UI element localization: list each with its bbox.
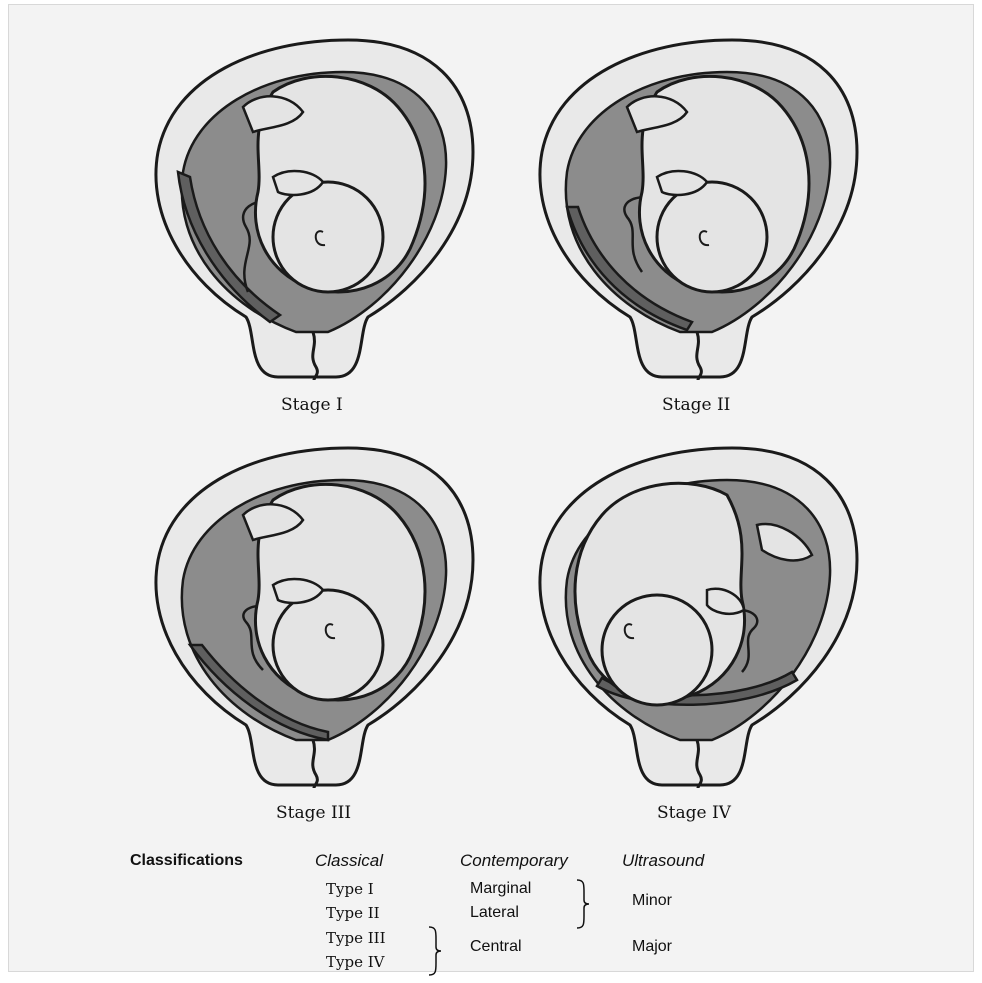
header-contemporary: Contemporary — [460, 851, 568, 871]
stage-3-label: Stage III — [276, 803, 351, 823]
stage-1-illustration — [128, 32, 488, 392]
uterus-diagram-stage-2 — [512, 32, 872, 392]
ultrasound-major: Major — [632, 938, 672, 956]
uterus-diagram-stage-3 — [128, 440, 488, 800]
stage-4-illustration — [512, 440, 872, 800]
contemporary-central: Central — [470, 938, 522, 956]
contemporary-marginal: Marginal — [470, 880, 531, 898]
fetus — [243, 76, 425, 292]
stage-1-label: Stage I — [281, 395, 343, 415]
classical-type-3: Type III — [326, 929, 386, 947]
brace-contemporary — [574, 878, 592, 930]
stage-2-label: Stage II — [662, 395, 730, 415]
stage-3-illustration — [128, 440, 488, 800]
brace-classical — [426, 925, 444, 977]
stage-4-label: Stage IV — [657, 803, 731, 823]
classical-type-2: Type II — [326, 904, 380, 922]
ultrasound-minor: Minor — [632, 892, 672, 910]
classifications-title: Classifications — [130, 852, 243, 870]
header-ultrasound: Ultrasound — [622, 851, 704, 871]
contemporary-lateral: Lateral — [470, 904, 519, 922]
uterus-diagram-stage-1 — [128, 32, 488, 392]
fetus — [243, 484, 425, 700]
stage-2-illustration — [512, 32, 872, 392]
fetus — [627, 76, 809, 292]
classical-type-4: Type IV — [326, 953, 384, 971]
header-classical: Classical — [315, 851, 383, 871]
classical-type-1: Type I — [326, 880, 374, 898]
uterus-diagram-stage-4 — [512, 440, 872, 800]
